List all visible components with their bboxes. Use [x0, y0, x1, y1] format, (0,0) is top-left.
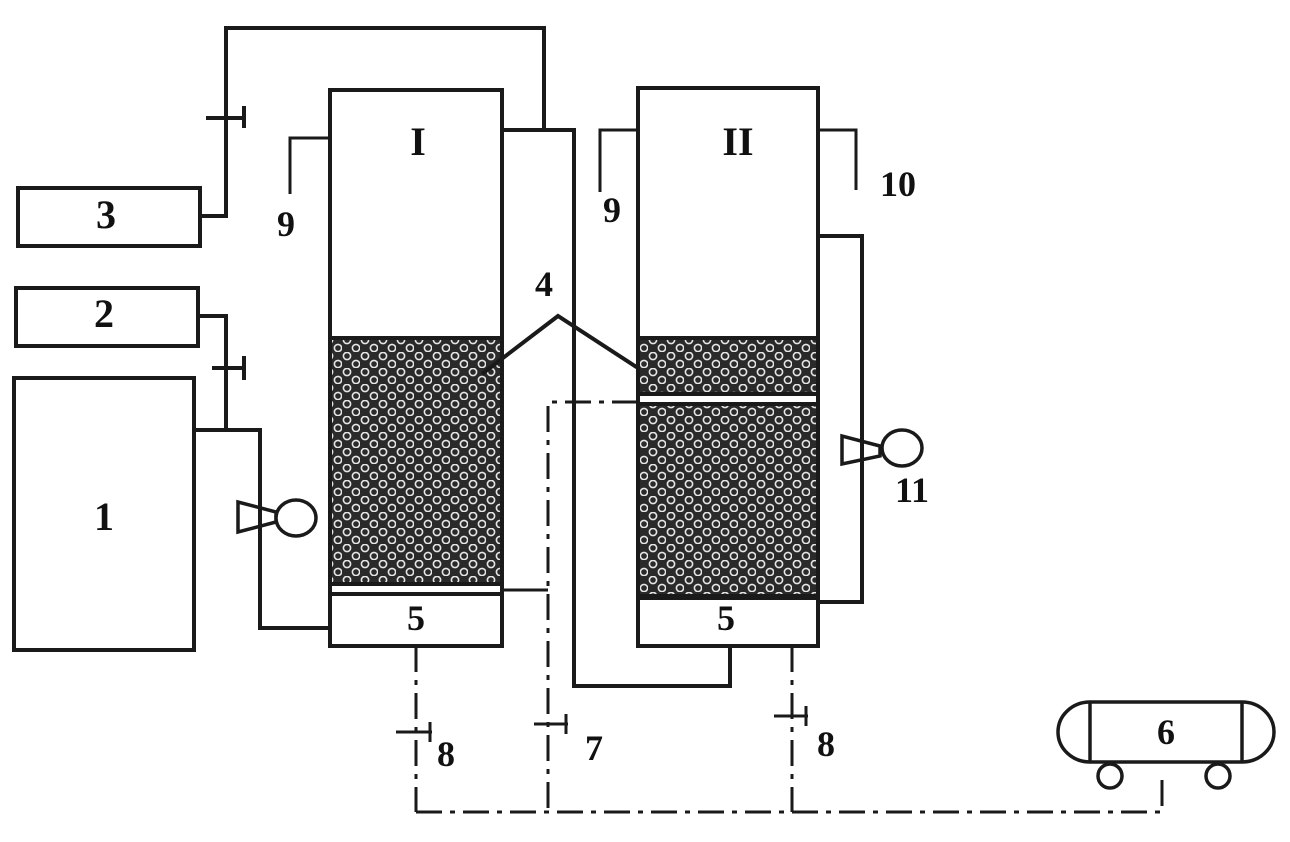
- unit-2-box: [14, 286, 200, 348]
- column-ii-upper-media: [636, 336, 820, 396]
- pipe-unit2-down: [198, 314, 228, 430]
- air-line-column-ii-mid: [546, 400, 638, 812]
- port-9-right-line: [598, 128, 638, 192]
- outlet-10-label: 10: [880, 164, 916, 204]
- valve-7-icon: [534, 714, 568, 734]
- tank-6-label: 6: [1157, 712, 1175, 752]
- pipe-unit1-to-column-i: [194, 428, 330, 630]
- pipe-column-ii-recirculation: [818, 234, 864, 604]
- pipe-unit3-to-column-i: [200, 26, 546, 218]
- pump-left-icon: [236, 498, 318, 538]
- outlet-10-line: [818, 128, 858, 190]
- unit-3-label: 3: [96, 192, 116, 237]
- air-main-header: [416, 776, 1164, 814]
- connector-4-line: [480, 313, 640, 376]
- unit-3-box: [16, 186, 202, 248]
- unit-1-box: [12, 376, 196, 652]
- port-9-left-label: 9: [277, 204, 295, 244]
- pump-11-label: 11: [895, 470, 929, 510]
- port-9-left-line: [288, 136, 330, 194]
- valve-8-left-icon: [396, 722, 432, 742]
- plenum-5-right-label: 5: [717, 598, 735, 638]
- column-ii-label: II: [722, 119, 753, 164]
- valve-8-left-label: 8: [437, 734, 455, 774]
- port-9-right-label: 9: [603, 190, 621, 230]
- column-i-media-bed: [328, 336, 504, 586]
- valve-7-label: 7: [585, 728, 603, 768]
- column-i-label: I: [410, 119, 426, 164]
- pump-11-icon: [840, 428, 924, 468]
- pipe-column-i-to-column-ii-bottom: [544, 128, 732, 688]
- column-ii-lower-media: [636, 402, 820, 598]
- unit-1-label: 1: [94, 494, 114, 539]
- unit-2-label: 2: [94, 291, 114, 336]
- valve-8-right-label: 8: [817, 724, 835, 764]
- valve-8-right-icon: [774, 706, 808, 726]
- tank-6-icon: [1056, 700, 1276, 790]
- connector-4-label: 4: [535, 264, 553, 304]
- plenum-5-left-label: 5: [407, 598, 425, 638]
